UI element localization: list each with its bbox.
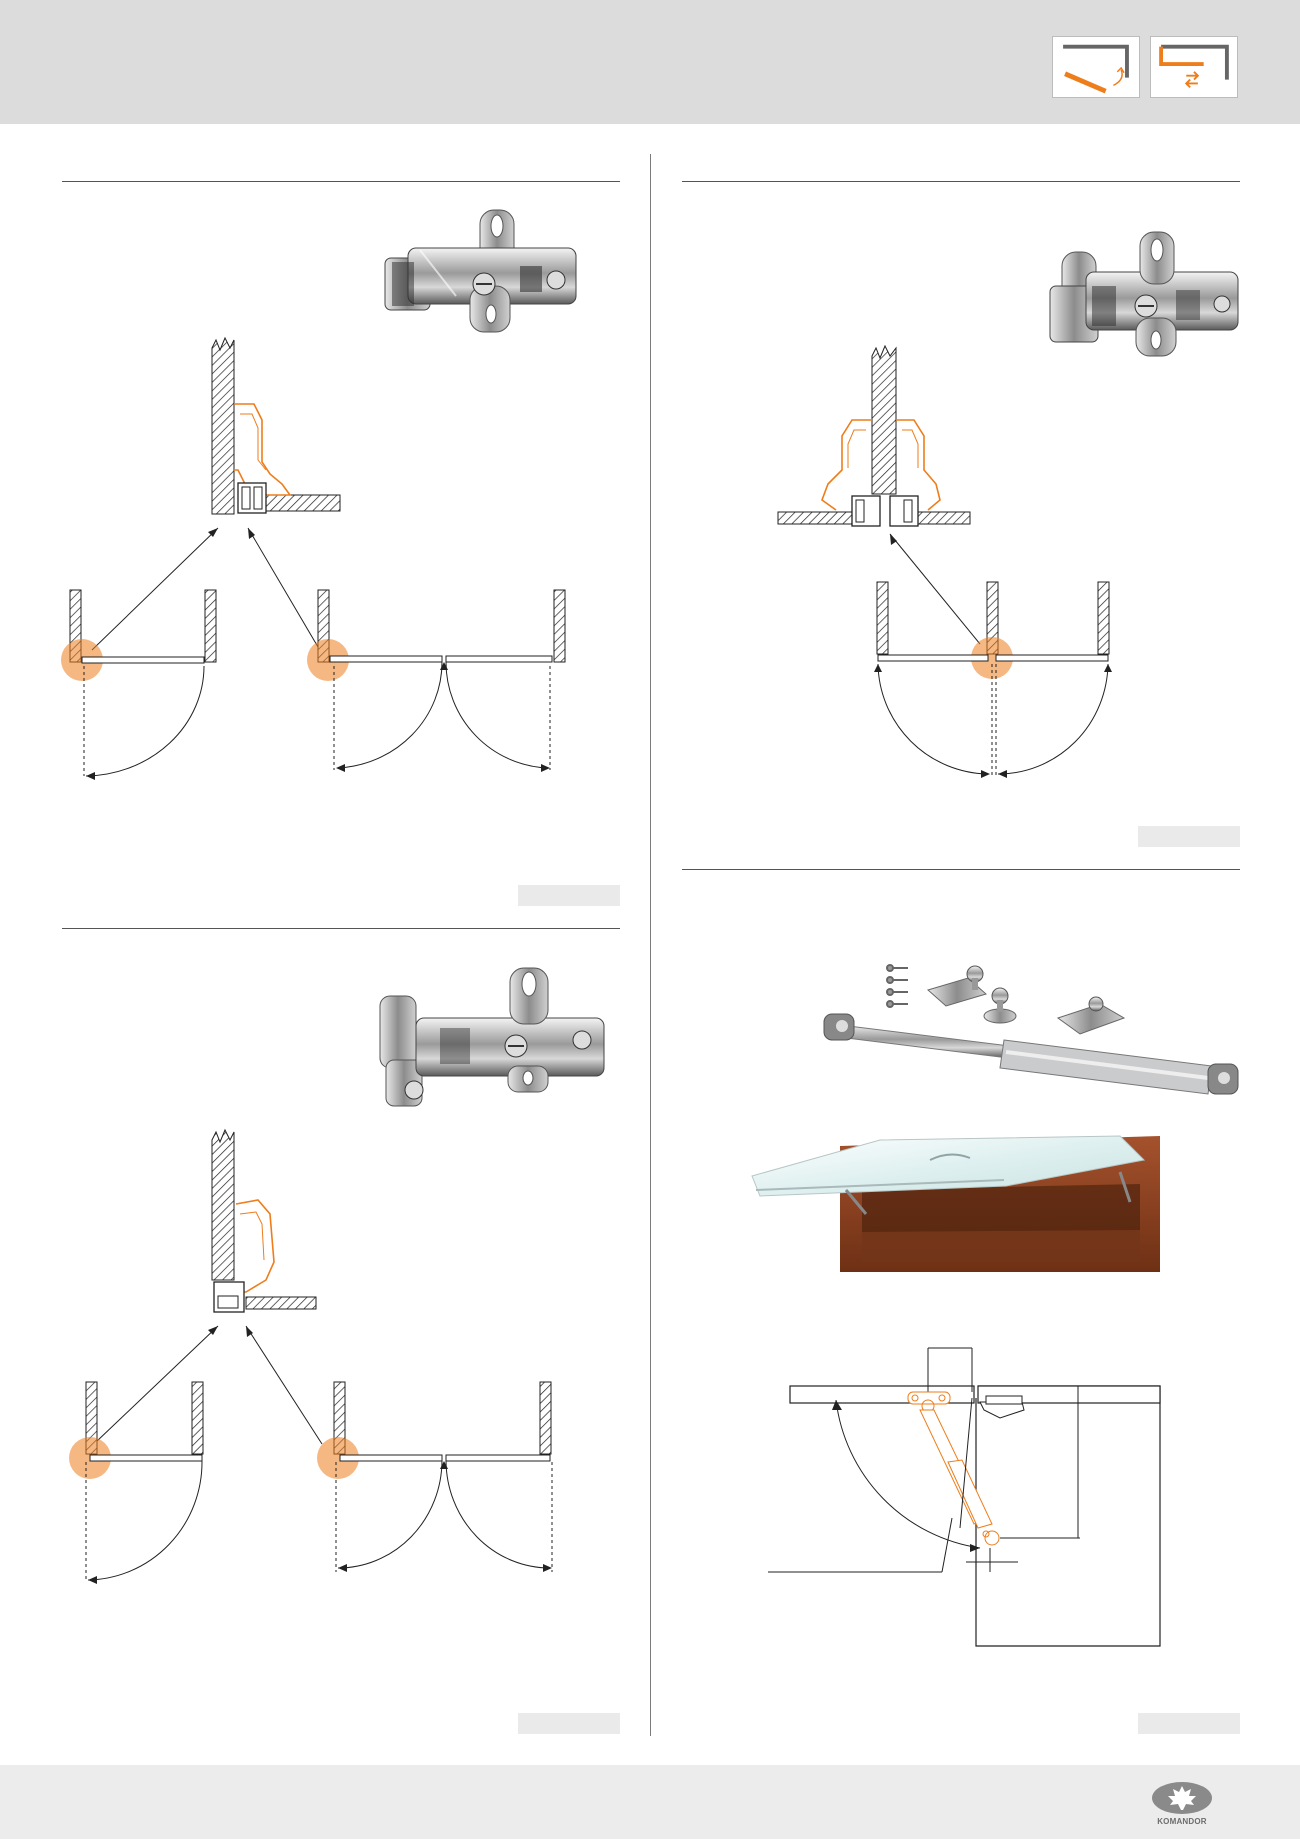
article-code-tag xyxy=(518,1713,620,1734)
door-opening-diagram xyxy=(69,1381,204,1584)
maple-leaf-icon xyxy=(1152,1782,1212,1814)
lift-up-door-icon xyxy=(1150,36,1238,98)
article-code-tag xyxy=(518,885,620,906)
article-code-tag xyxy=(1138,1713,1240,1734)
hinge-corner-section xyxy=(61,209,577,780)
door-opening-diagram xyxy=(874,581,1112,778)
hinge-double-section xyxy=(777,231,1239,778)
door-opening-diagram xyxy=(307,589,566,772)
section-rule xyxy=(62,928,620,929)
section-rule xyxy=(682,181,1240,182)
logo-text: KOMANDOR xyxy=(1157,1817,1207,1826)
gas-spring-kit-photo xyxy=(823,964,1239,1095)
hinge-photo xyxy=(384,209,577,333)
article-code-tag xyxy=(1138,826,1240,847)
door-opening-diagram xyxy=(317,1381,553,1572)
gas-lift-section xyxy=(751,964,1239,1647)
hinge-cross-section-diagram xyxy=(211,1128,317,1313)
hinge-photo xyxy=(379,967,605,1107)
cabinet-lift-door-photo xyxy=(751,1135,1160,1272)
page-footer xyxy=(0,1765,1300,1839)
section-rule xyxy=(682,869,1240,870)
hinge-photo xyxy=(1049,231,1239,357)
door-swing-icon xyxy=(1052,36,1140,98)
section-rule xyxy=(62,181,620,182)
komandor-logo: KOMANDOR xyxy=(1148,1778,1216,1828)
hinge-cross-section-diagram xyxy=(211,336,341,515)
gas-spring-mounting-diagram xyxy=(768,1347,1161,1647)
column-divider xyxy=(650,154,651,1736)
page-header xyxy=(0,0,1300,124)
hinge-inset-section xyxy=(69,967,605,1584)
door-opening-diagram xyxy=(61,589,217,780)
double-hinge-cross-section-diagram xyxy=(777,344,971,527)
